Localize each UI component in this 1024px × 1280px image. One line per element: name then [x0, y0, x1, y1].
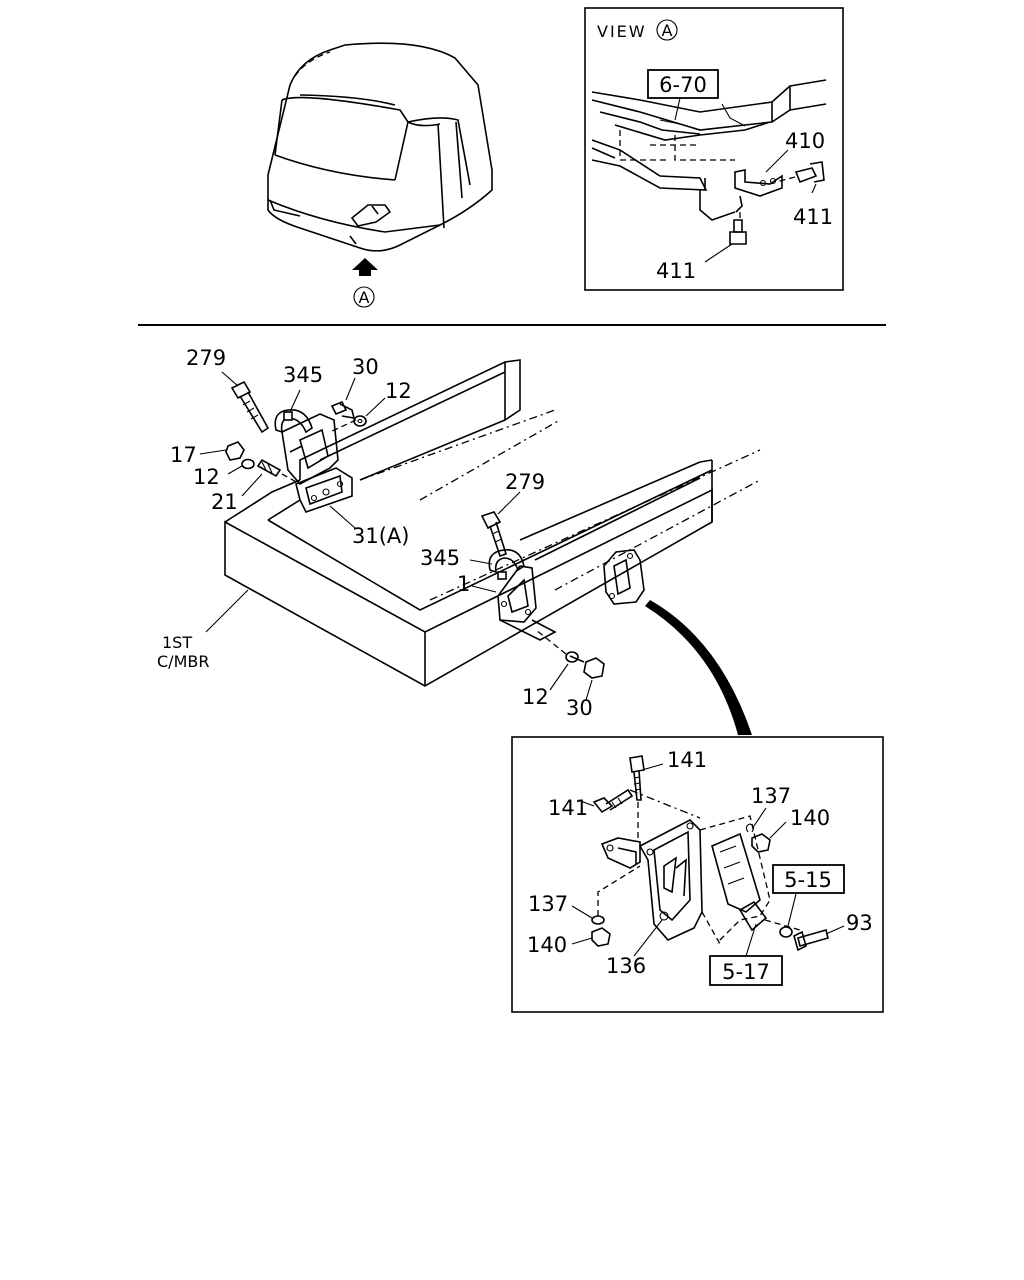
- ref-box-5-15-label: 5-15: [784, 868, 832, 892]
- label-member-line1: 1ST: [162, 633, 192, 652]
- label-141-left: 141: [548, 796, 588, 820]
- cab-arrow-marker: A: [359, 288, 370, 307]
- label-279-top: 279: [186, 346, 226, 370]
- label-410: 410: [785, 129, 825, 153]
- label-21: 21: [211, 490, 238, 514]
- label-30-top: 30: [352, 355, 379, 379]
- view-marker: A: [662, 21, 673, 40]
- frame-assembly: 1ST C/MBR: [157, 359, 761, 687]
- label-12-mid: 12: [193, 465, 220, 489]
- label-137-left: 137: [528, 892, 568, 916]
- upper-bracket-group: 279 345 30 12 17 12 21 31(A): [170, 346, 412, 548]
- label-140-left: 140: [527, 933, 567, 957]
- label-345-mid: 345: [420, 546, 460, 570]
- ref-box-5-17: [709, 955, 783, 986]
- label-136: 136: [606, 954, 646, 978]
- ref-box-5-17-label: 5-17: [722, 960, 770, 984]
- label-12-top: 12: [385, 379, 412, 403]
- ref-box-6-70: [647, 69, 719, 99]
- label-411-bottom: 411: [656, 259, 696, 283]
- label-411-right: 411: [793, 205, 833, 229]
- view-a-panel: VIEW A 6-70 410: [584, 7, 844, 291]
- label-141-top: 141: [667, 748, 707, 772]
- label-31a: 31(A): [352, 524, 409, 548]
- label-12-bottom: 12: [522, 685, 549, 709]
- detail-panel: 5-15 5-17 141 141 137 140 137 140 136 93: [511, 736, 884, 1013]
- label-345-top: 345: [283, 363, 323, 387]
- label-30-bottom: 30: [566, 696, 593, 720]
- label-17: 17: [170, 443, 197, 467]
- middle-bracket-group: 279 345 1 12 30: [420, 470, 752, 735]
- label-1: 1: [457, 572, 470, 596]
- label-279-mid: 279: [505, 470, 545, 494]
- label-137-top: 137: [751, 784, 791, 808]
- label-member-line2: C/MBR: [157, 652, 209, 671]
- view-title: VIEW: [597, 22, 647, 41]
- cab-illustration: A: [267, 42, 493, 308]
- callout-arrow: [645, 600, 752, 735]
- ref-box-6-70-label: 6-70: [659, 73, 707, 97]
- ref-box-5-15: [772, 864, 845, 894]
- label-140-top: 140: [790, 806, 830, 830]
- label-93: 93: [846, 911, 873, 935]
